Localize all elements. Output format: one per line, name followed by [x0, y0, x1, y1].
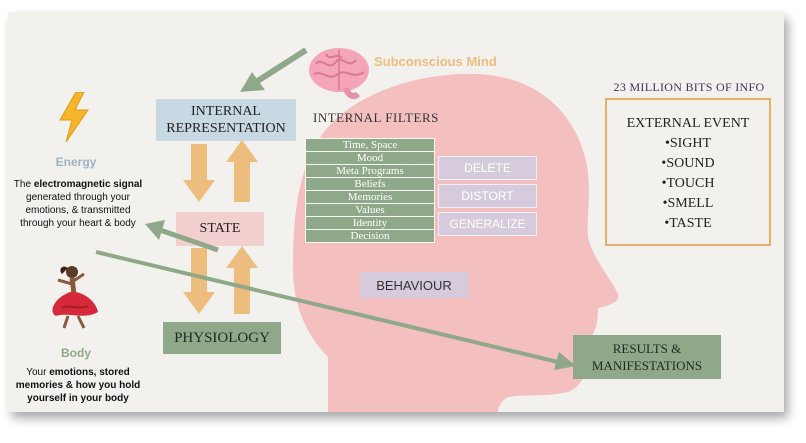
- info-title: 23 MILLION BITS OF INFO: [613, 80, 765, 94]
- generalize-box: GENERALIZE: [438, 212, 537, 236]
- energy-line1-bold: electromagnetic signal: [33, 179, 143, 190]
- energy-description: The electromagnetic signal generated thr…: [8, 178, 148, 230]
- physiology-box: PHYSIOLOGY: [163, 322, 281, 354]
- internal-representation-line1: INTERNAL: [191, 104, 261, 119]
- brain-icon: [309, 48, 369, 99]
- filter-decision: Decision: [305, 229, 435, 243]
- state-box: STATE: [176, 212, 264, 246]
- internal-representation-line2: REPRESENTATION: [166, 121, 286, 136]
- results-box: RESULTS & MANIFESTATIONS: [573, 335, 721, 379]
- sense-sight: •SIGHT: [664, 136, 712, 151]
- body-line3: yourself in your body: [27, 393, 129, 404]
- energy-line1-pre: The: [13, 179, 34, 190]
- energy-line4: through your heart & body: [20, 218, 136, 229]
- body-line1-pre: Your: [26, 367, 50, 378]
- distort-box: DISTORT: [438, 184, 537, 208]
- subconscious-arrow: [240, 47, 308, 92]
- body-line1-bold: emotions, stored: [49, 367, 130, 378]
- internal-filters-title: INTERNAL FILTERS: [313, 110, 439, 125]
- vertical-arrows: [183, 140, 258, 314]
- lightning-icon: [59, 92, 89, 142]
- external-event-title: EXTERNAL EVENT: [626, 116, 750, 131]
- sense-sound: •SOUND: [661, 156, 715, 171]
- body-title: Body: [61, 346, 91, 360]
- behaviour-box: BEHAVIOUR: [360, 272, 468, 298]
- energy-line3: emotions, & transmitted: [25, 205, 131, 216]
- connection-arrows: [95, 220, 576, 370]
- energy-line2: generated through your: [26, 192, 130, 203]
- filter-identity: Identity: [305, 216, 435, 230]
- filter-mood: Mood: [305, 151, 435, 165]
- results-line2: MANIFESTATIONS: [591, 358, 703, 373]
- results-line1: RESULTS &: [612, 341, 682, 356]
- sense-smell: •SMELL: [662, 196, 714, 211]
- external-event-box: EXTERNAL EVENT •SIGHT •SOUND •TOUCH •SME…: [605, 98, 771, 246]
- subconscious-label: Subconscious Mind: [374, 54, 497, 69]
- filter-time-space: Time, Space: [305, 138, 435, 152]
- sense-touch: •TOUCH: [661, 176, 715, 191]
- sense-taste: •TASTE: [664, 216, 712, 231]
- internal-representation-box: INTERNAL REPRESENTATION: [156, 99, 296, 141]
- body-description: Your emotions, stored memories & how you…: [8, 366, 148, 405]
- slide: Subconscious Mind INTERNAL REPRESENTATIO…: [8, 12, 784, 412]
- body-line2: memories & how you hold: [15, 380, 141, 391]
- energy-title: Energy: [55, 155, 97, 169]
- delete-box: DELETE: [438, 156, 537, 180]
- dancer-icon: [52, 266, 98, 329]
